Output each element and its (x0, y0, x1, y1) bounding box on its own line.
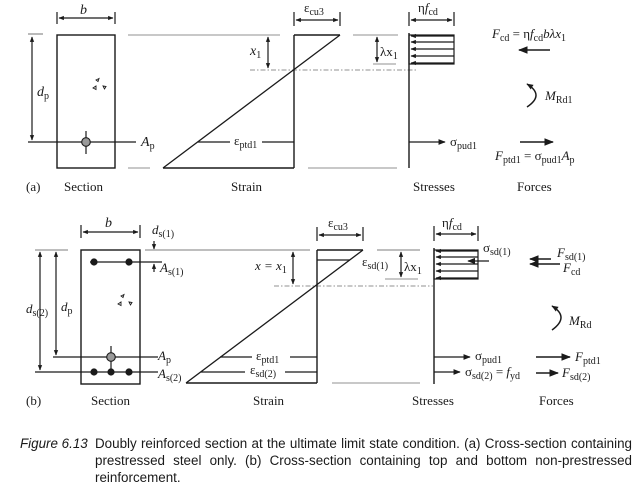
panel-b-tag: (b) (26, 393, 41, 408)
bottom-bar-right (125, 368, 133, 376)
figure-number: Figure 6.13 (20, 436, 88, 451)
ds2-label: ds(2) (26, 301, 48, 319)
panel-a (28, 12, 554, 169)
panel-a-strain-label: Strain (231, 179, 263, 194)
moment-mrd-arc (551, 305, 562, 331)
strain-b (180, 227, 433, 384)
stress-block-arrows (410, 33, 454, 66)
panel-b-text: b ds(1) As(1) ds(2) dp Ap As(2) x = x1 ε… (26, 215, 601, 408)
forces-a (518, 46, 554, 146)
dp-label-b: dp (61, 299, 73, 317)
ecu3-label-b: εcu3 (328, 215, 348, 233)
as2-label: As(2) (157, 366, 182, 384)
figure-caption: Figure 6.13 Doubly reinforced section at… (20, 435, 632, 486)
fcd-label-b: Fcd (562, 260, 580, 278)
strain-profile-b (185, 249, 364, 384)
stresses-b (332, 226, 489, 384)
forces-b (529, 255, 571, 377)
eta-fcd-label-b: ηfcd (442, 215, 462, 233)
ap-label: Ap (140, 135, 155, 152)
top-bar-right (125, 258, 133, 266)
eps-sd1-label: εsd(1) (362, 254, 388, 272)
sigma-sd2-equation: σsd(2) = fyd (465, 364, 520, 382)
lambda-x1-label-b: λx1 (404, 259, 422, 277)
eps-ptd1-label: εptd1 (234, 133, 257, 151)
tendon-ap (81, 137, 91, 147)
x1-label: x1 (249, 44, 261, 61)
ecu3-label: εcu3 (304, 0, 324, 18)
panel-a-forces-label: Forces (517, 179, 552, 194)
eps-ptd1-label-b: εptd1 (256, 348, 279, 366)
fptd1-label-b: Fptd1 (574, 349, 601, 367)
b-label-b: b (105, 216, 112, 231)
section-outline-b (80, 249, 141, 385)
bottom-bar-left (90, 368, 98, 376)
section-outline (56, 34, 116, 169)
section-a (28, 12, 150, 169)
stress-block-arrows-b (435, 248, 478, 281)
aggregate-symbol-b (117, 293, 133, 307)
b-label: b (80, 3, 87, 18)
sigma-pud1-label-b: σpud1 (475, 348, 502, 366)
panel-b-stresses-label: Stresses (412, 393, 454, 408)
as1-label: As(1) (159, 260, 184, 278)
fsd2-label: Fsd(2) (561, 365, 591, 383)
aggregate-symbol (92, 77, 107, 91)
panel-b-section-label: Section (91, 393, 130, 408)
dp-label: dp (37, 85, 49, 102)
mrd1-label: MRd1 (544, 88, 573, 106)
lambda-x1-label: λx1 (380, 44, 398, 62)
ds1-label: ds(1) (152, 222, 174, 240)
fcd-equation: Fcd = ηfcdbλx1 (491, 26, 566, 44)
eta-fcd-label: ηfcd (418, 0, 438, 18)
mrd-label: MRd (568, 313, 592, 331)
x-eq-x1-label: x = x1 (254, 258, 287, 276)
panel-a-section-label: Section (64, 179, 103, 194)
figure-diagram: b dp Ap x1 εcu3 εptd1 λx1 ηfcd σpud1 Fcd… (26, 0, 601, 408)
strain-profile (162, 34, 341, 169)
sigma-sd1-label: σsd(1) (483, 240, 511, 258)
bottom-bar-middle (107, 368, 115, 376)
caption-text: Doubly reinforced section at the ultimat… (95, 436, 632, 485)
sigma-pud1-label: σpud1 (450, 134, 477, 152)
stresses-a (308, 12, 455, 169)
tendon-ap-b (106, 352, 116, 362)
strain-a (150, 12, 418, 169)
ap-label-b: Ap (157, 348, 171, 366)
panel-b-strain-label: Strain (253, 393, 285, 408)
panel-a-tag: (a) (26, 179, 40, 194)
fptd1-equation: Fptd1 = σpud1Ap (494, 148, 575, 166)
top-bar-left (90, 258, 98, 266)
panel-a-stresses-label: Stresses (413, 179, 455, 194)
panel-b (35, 225, 571, 385)
section-b (35, 225, 180, 385)
panel-a-text: b dp Ap x1 εcu3 εptd1 λx1 ηfcd σpud1 Fcd… (26, 0, 575, 194)
fsd1-label: Fsd(1) (556, 245, 586, 263)
panel-b-forces-label: Forces (539, 393, 574, 408)
moment-mrd1-arc (526, 83, 537, 108)
eps-sd2-label: εsd(2) (250, 362, 276, 380)
